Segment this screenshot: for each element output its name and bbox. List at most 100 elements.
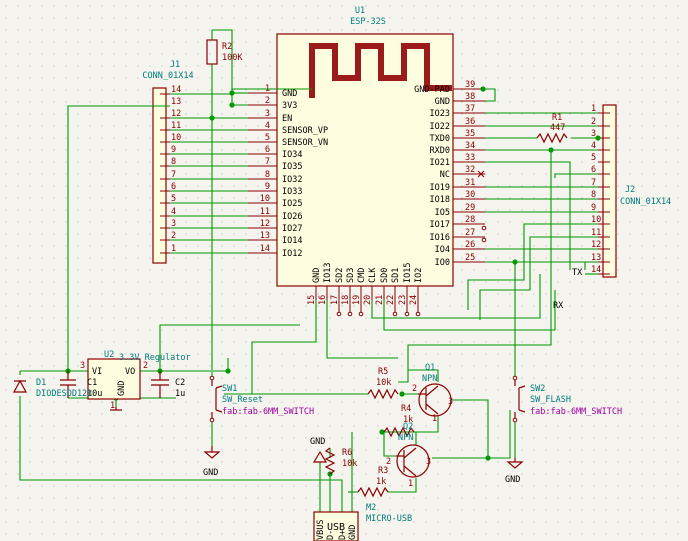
gnd-symbol-sw1: GND (203, 446, 221, 478)
wire (371, 274, 541, 319)
ground-icon (110, 407, 122, 411)
u1-bottom-pin-name: SD2 (335, 268, 345, 283)
u1-right-pin-name: IO22 (430, 122, 450, 132)
u1-left-pin-name: IO26 (282, 212, 302, 222)
u1-right-pin-number: 36 (465, 117, 475, 127)
no-connect-dot (392, 311, 398, 317)
j1-body (152, 87, 167, 264)
j1-pin-number: 6 (171, 182, 176, 192)
u1-left-pin-number: 13 (260, 231, 270, 241)
r3-zigzag (357, 486, 389, 498)
q2-ref: Q2 (403, 422, 413, 432)
r4-value: 1k (403, 415, 413, 425)
q2-body (396, 444, 430, 478)
j2-pin-number: 6 (591, 165, 596, 175)
u1-bottom-pin-number: 18 (341, 295, 351, 305)
u1-left-pin-name: IO12 (282, 249, 302, 259)
j1-pin-number: 1 (171, 244, 176, 254)
wire (384, 416, 439, 433)
m2-pin-name: D+ (338, 530, 348, 540)
switch-terminal (512, 375, 518, 381)
j1-pin-number: 10 (171, 133, 181, 143)
r3-resistor[interactable]: R3 1k (357, 466, 389, 498)
sw1-switch[interactable]: SW1 SW_Reset fab:fab-6MM_SWITCH (209, 375, 314, 423)
r6-resistor[interactable]: R6 10k (324, 447, 357, 475)
gnd-label: GND (505, 475, 520, 485)
u1-ref: U1 (355, 6, 365, 16)
u1-right-pin-name: IO17 (430, 220, 450, 230)
gnd-symbol-sw2: GND (505, 458, 524, 485)
switch-terminal (512, 417, 518, 423)
c1-value: 10u (87, 389, 102, 399)
r5-ref: R5 (378, 367, 388, 377)
q1-ref: Q1 (425, 363, 435, 373)
r2-resistor[interactable]: R2 100K (206, 39, 243, 65)
u1-left-pin-name: IO32 (282, 175, 302, 185)
u1-left-pin-number: 11 (260, 207, 270, 217)
u2-regulator[interactable]: U2 3.3V Regulator VI VO GND 3 2 1 (80, 350, 191, 411)
u1-bottom-pin-number: 17 (330, 295, 340, 305)
q2-transistor[interactable]: Q2 NPN 2 3 1 (386, 422, 431, 489)
u1-left-pin-name: 3V3 (282, 101, 297, 111)
switch-terminal (209, 417, 215, 423)
j1-pin-number: 9 (171, 145, 176, 155)
u1-right-pin-number: 34 (465, 141, 475, 151)
d1-diode[interactable]: D1 DIODESOD123 (12, 378, 92, 399)
c1-capacitor[interactable]: C1 10u (60, 371, 102, 399)
wire (67, 105, 170, 371)
r2-ref: R2 (222, 42, 232, 52)
npn-icon (418, 385, 439, 415)
r2-value: 100K (222, 53, 243, 63)
u1-left-pin-name: SENSOR_VP (282, 126, 328, 136)
q1-transistor[interactable]: Q1 NPN 2 3 1 (412, 363, 453, 424)
u1-bottom-pin-number: 22 (386, 295, 396, 305)
u1-bottom-pin-name: IO13 (323, 263, 333, 283)
m2-pin-name: D- (326, 530, 336, 540)
junction-dot (595, 135, 601, 141)
d1-ref: D1 (36, 378, 46, 388)
j2-value: CONN_01X14 (620, 197, 671, 207)
u1-left-pin-number: 10 (260, 194, 270, 204)
gnd-label: GND (203, 468, 218, 478)
j1-pin-number: 13 (171, 97, 181, 107)
sw2-switch[interactable]: SW2 SW_FLASH fab:fab-6MM_SWITCH (512, 375, 622, 423)
r4-resistor[interactable]: R4 1k (383, 404, 415, 438)
u2-pin3-num: 1 (110, 401, 115, 411)
wire (584, 261, 598, 270)
u1-right-pin-number: 39 (465, 80, 475, 90)
u1-bottom-pin-number: 15 (307, 295, 317, 305)
j1-pin-number: 8 (171, 157, 176, 167)
d1-value: DIODESOD123 (36, 389, 92, 399)
r5-value: 10k (376, 378, 391, 388)
wire (383, 290, 556, 331)
u1-right-pin-name: IO4 (435, 245, 450, 255)
r5-resistor[interactable]: R5 10k (367, 367, 399, 400)
u1-left-pin-name: IO25 (282, 199, 302, 209)
u1-left-pin-number: 8 (265, 170, 270, 180)
m2-pin-name: GND (348, 525, 358, 540)
j1-value: CONN_01X14 (142, 71, 193, 81)
junction-dot (209, 115, 215, 121)
u1-bottom-pin-name: GND (312, 268, 322, 283)
c2-capacitor[interactable]: C2 1u (151, 371, 185, 399)
diode-icon (12, 379, 28, 393)
j1-ref: J1 (170, 60, 180, 70)
wire (485, 88, 496, 102)
r1-ref: R1 (552, 113, 562, 123)
no-connect-dot (358, 311, 364, 317)
npn-icon (396, 447, 417, 477)
u1-right-pin-number: 32 (465, 165, 475, 175)
j1-pin-number: 12 (171, 109, 181, 119)
r1-resistor[interactable]: R1 447 (536, 113, 568, 144)
no-connect-dot (481, 237, 487, 243)
u1-right-pin-number: 28 (465, 215, 475, 225)
u1-left-pin-name: SENSOR_VN (282, 138, 328, 148)
wire (383, 432, 396, 457)
